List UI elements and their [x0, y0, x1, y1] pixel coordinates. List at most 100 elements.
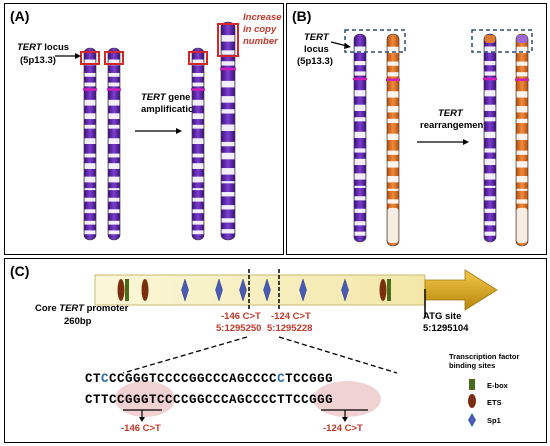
chromosome-band — [84, 124, 96, 129]
ets-mark-3 — [379, 279, 387, 301]
chromosome-band — [484, 61, 496, 66]
ebox-mark-2 — [387, 279, 391, 301]
chromosome-band — [221, 109, 235, 114]
chromosome-band — [354, 46, 366, 53]
sp1-mark — [299, 278, 307, 302]
amplification-gene: TERT — [141, 92, 166, 103]
panel-c-label: (C) — [10, 263, 30, 279]
sp1-mark — [215, 278, 223, 302]
chromosome-band — [84, 188, 96, 191]
seq-bot-mut146: TCCGG — [101, 393, 142, 407]
panel-b-label: (B) — [292, 8, 312, 24]
chromosome-band — [516, 133, 528, 140]
seq-top-c146: C — [101, 372, 110, 386]
sequence-wildtype: CTCCCGGGTCCCCGGCCCAGCCCCCTCCGGG — [85, 372, 333, 386]
chromosome-b3 — [483, 33, 497, 243]
chromosome-band — [221, 124, 235, 131]
seq-bot-mut124: TTCCGG — [277, 393, 326, 407]
chromosome-band — [516, 199, 528, 204]
amplification-word2: amplification — [141, 104, 200, 115]
seq-top-c124: C — [277, 372, 286, 386]
mut-arrowhead-left — [139, 417, 145, 422]
chromosome-band — [516, 176, 528, 183]
chromosome-band — [484, 90, 496, 97]
chromosome-band — [221, 168, 235, 175]
chromosome-band — [192, 197, 204, 202]
chromosome-band — [192, 72, 204, 77]
chromosome-band — [221, 35, 235, 42]
chromosome-band — [221, 205, 235, 210]
chromosome-band — [84, 220, 96, 225]
chromosome-band — [192, 220, 204, 225]
chromosome-band — [221, 218, 235, 223]
chromosome-band — [108, 163, 120, 169]
seq-top-e: TCCGGG — [285, 372, 334, 386]
chromosome-b4 — [515, 33, 529, 247]
panel-b-graphics — [330, 29, 533, 247]
chromosome-a1 — [83, 47, 97, 241]
chromosome-b2 — [386, 33, 400, 247]
chromosome-band — [108, 209, 120, 214]
chromosome-band — [484, 117, 496, 122]
chromosome-band — [84, 99, 96, 106]
locus-dashed-box-b2 — [471, 29, 533, 53]
legend-ebox-label: E-box — [487, 381, 508, 390]
chromosome-band — [192, 59, 204, 66]
mut124-pos: 5:1295228 — [267, 323, 313, 334]
chromosome-band — [387, 91, 399, 98]
chromosome-band — [108, 153, 120, 158]
chromosome-band — [108, 59, 120, 66]
rearrangement-gene: TERT — [438, 108, 463, 119]
chromosome-band — [484, 71, 496, 76]
mut124-name: -124 C>T — [271, 311, 311, 322]
amplification-arrowhead — [176, 128, 182, 134]
sp1-mark — [263, 278, 271, 302]
chromosome-band — [516, 188, 528, 191]
chromosome-band — [108, 82, 120, 87]
chromosome-band — [354, 173, 366, 180]
chromosome-band — [516, 72, 528, 77]
chromosome-band — [387, 72, 399, 77]
chromosome-band — [387, 199, 399, 204]
translocated-segment — [516, 35, 528, 43]
highlight-right — [313, 381, 381, 417]
panel-b: (B) TERT locus (5p13.3) TERT rearrangeme… — [286, 3, 547, 255]
chromosome-band — [192, 99, 204, 106]
chromosome-tail — [387, 207, 399, 243]
chromosome-band — [192, 230, 204, 235]
chromosome-band — [108, 176, 120, 183]
centromere — [83, 88, 97, 91]
locus-band-b: (5p13.3) — [297, 56, 333, 67]
locus-box-a2 — [104, 51, 124, 65]
locus-box-a1 — [80, 51, 100, 65]
chromosome-band — [484, 173, 496, 180]
chromosome-band — [516, 91, 528, 98]
mut146-name: -146 C>T — [221, 311, 261, 322]
legend-title2: binding sites — [449, 361, 496, 370]
locus-gene-name: TERT — [17, 42, 42, 53]
legend-title1: Transcription factor — [449, 352, 520, 361]
chromosome-band — [354, 131, 366, 138]
chromosome-band — [84, 197, 96, 202]
chromosome-band — [354, 104, 366, 111]
chromosome-band — [108, 72, 120, 77]
sequence-mutant: CTTCCGGGTCCCCGGCCCAGCCCCTTCCGGG — [85, 393, 333, 407]
chromosome-band — [387, 176, 399, 183]
ets-mark-2 — [141, 279, 149, 301]
chromosome-band — [84, 163, 96, 169]
chromosome-band — [84, 72, 96, 77]
panel-a-graphics — [55, 21, 239, 241]
chromosome-band — [354, 71, 366, 76]
chromosome-band — [484, 46, 496, 53]
amplification-word1: gene — [168, 92, 191, 103]
legend-ets-label: ETS — [487, 398, 502, 407]
chromosome-band — [221, 192, 235, 197]
legend-ets-icon — [468, 394, 476, 408]
seq-top-a: CT — [85, 372, 102, 386]
locus-arrow-b — [330, 41, 348, 47]
chromosome-band — [192, 124, 204, 129]
chromosome-band — [221, 181, 235, 184]
chromosome-band — [84, 209, 96, 214]
chromosome-band — [108, 220, 120, 225]
chromosome-band — [84, 113, 96, 120]
